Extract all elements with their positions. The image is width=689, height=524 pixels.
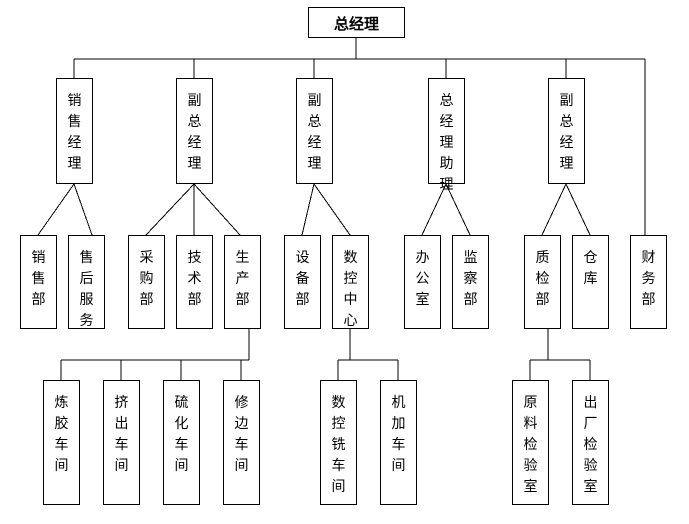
node-label: 技术部 [187, 250, 202, 308]
node-vulcanizing-workshop: 硫化车间 [163, 380, 200, 505]
node-label: 办公室 [415, 250, 430, 308]
node-machining-workshop: 机加车间 [380, 380, 417, 505]
node-label: 总经理助理 [439, 93, 454, 193]
node-label: 原料检验室 [523, 395, 538, 495]
node-sales-manager: 销售经理 [56, 78, 93, 184]
node-label: 采购部 [139, 250, 154, 308]
node-trimming-workshop: 修边车间 [223, 380, 260, 505]
node-production-dept: 生产部 [224, 235, 261, 329]
node-cnc-center: 数控中心 [332, 235, 369, 329]
node-extrusion-workshop: 挤出车间 [103, 380, 140, 505]
node-after-sales: 售后服务 [68, 235, 105, 329]
node-warehouse: 仓库 [572, 235, 609, 329]
node-label: 炼胶车间 [54, 395, 69, 474]
node-mixing-workshop: 炼胶车间 [43, 380, 80, 505]
node-label: 售后服务 [79, 250, 94, 329]
node-label: 财务部 [641, 250, 656, 308]
node-label: 出厂检验室 [583, 395, 598, 495]
node-quality-dept: 质检部 [524, 235, 561, 329]
node-label: 硫化车间 [174, 395, 189, 474]
node-label: 副总经理 [307, 93, 322, 172]
node-gm-assistant: 总经理助理 [428, 78, 465, 193]
node-finance-dept: 财务部 [630, 235, 667, 329]
node-deputy-gm-3: 副总经理 [548, 78, 585, 184]
node-label: 挤出车间 [114, 395, 129, 474]
node-label: 机加车间 [391, 395, 406, 474]
node-label: 数控铣车间 [331, 395, 346, 495]
node-technical-dept: 技术部 [176, 235, 213, 329]
node-label: 副总经理 [559, 93, 574, 172]
node-general-manager: 总经理 [308, 7, 405, 38]
node-sales-dept: 销售部 [20, 235, 57, 329]
node-label: 副总经理 [187, 93, 202, 172]
node-deputy-gm-1: 副总经理 [176, 78, 213, 184]
node-equipment-dept: 设备部 [284, 235, 321, 329]
node-cnc-milling-workshop: 数控铣车间 [320, 380, 357, 505]
node-office: 办公室 [404, 235, 441, 329]
node-label: 数控中心 [343, 250, 358, 329]
node-label: 仓库 [583, 250, 598, 287]
node-deputy-gm-2: 副总经理 [296, 78, 333, 184]
node-supervision-dept: 监察部 [452, 235, 489, 329]
node-purchasing-dept: 采购部 [128, 235, 165, 329]
node-label: 监察部 [463, 250, 478, 308]
node-label: 总经理 [333, 15, 379, 33]
node-outgoing-inspection-lab: 出厂检验室 [572, 380, 609, 505]
node-label: 设备部 [295, 250, 310, 308]
node-label: 生产部 [235, 250, 250, 308]
node-label: 修边车间 [234, 395, 249, 474]
node-label: 销售经理 [67, 93, 82, 172]
node-label: 质检部 [535, 250, 550, 308]
node-raw-material-lab: 原料检验室 [512, 380, 549, 505]
node-label: 销售部 [31, 250, 46, 308]
